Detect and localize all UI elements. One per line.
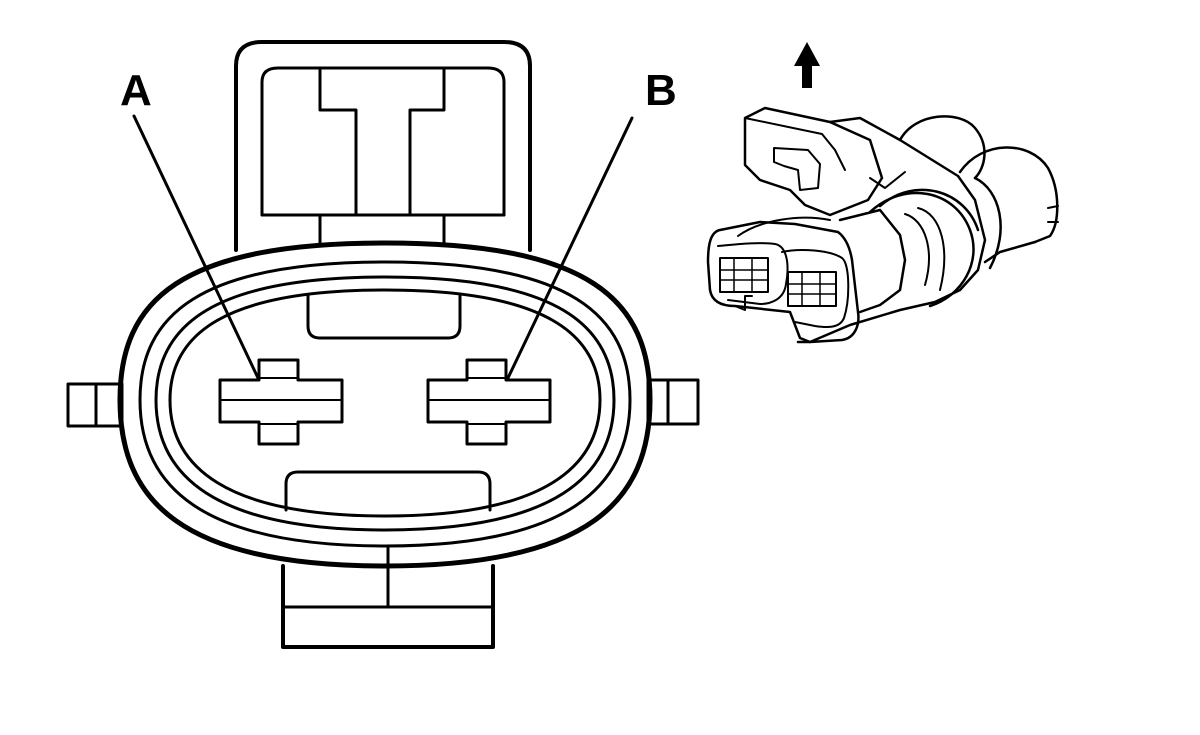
connector-oval-body xyxy=(117,240,653,569)
terminal-b xyxy=(426,358,552,446)
isometric-locking-tab xyxy=(743,106,906,217)
arrow-up-icon xyxy=(794,42,820,88)
locking-tab-housing xyxy=(234,40,532,252)
lower-key-slot xyxy=(284,470,492,512)
isometric-body-shell xyxy=(796,116,987,344)
isometric-cavity-1 xyxy=(719,257,769,293)
upper-key-slot xyxy=(306,294,462,340)
connector-front-view: A B xyxy=(66,40,700,649)
pin-label-b: B xyxy=(645,66,677,115)
rear-wire-seal xyxy=(898,115,1059,270)
right-side-latch xyxy=(646,378,700,426)
pin-label-a: A xyxy=(120,66,152,115)
wire-exit-housing xyxy=(281,546,495,649)
isometric-cavity-2 xyxy=(787,271,837,307)
connector-isometric-view xyxy=(706,106,1059,344)
terminal-a xyxy=(218,358,344,446)
isometric-mating-face xyxy=(706,216,860,344)
leader-line-b xyxy=(506,116,634,380)
left-side-latch xyxy=(66,382,124,428)
leader-line-a xyxy=(132,114,260,380)
